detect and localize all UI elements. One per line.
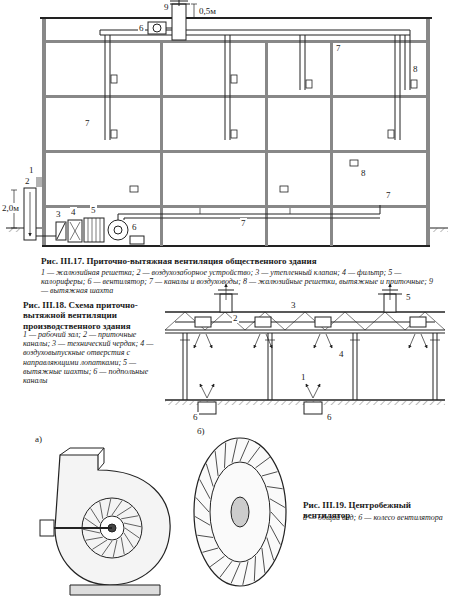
callout-number: 6 bbox=[131, 222, 138, 232]
blade-stroke bbox=[248, 447, 260, 463]
blade-stroke bbox=[262, 548, 265, 573]
blade-stroke bbox=[91, 508, 100, 523]
blade-stroke bbox=[267, 538, 274, 561]
callout-number: 8 bbox=[360, 168, 367, 178]
callout-number: 4 bbox=[70, 207, 77, 217]
callout-number: 8 bbox=[412, 64, 419, 74]
blade-stroke bbox=[117, 507, 132, 516]
callout-number: 6 bbox=[138, 23, 145, 33]
blade-stroke bbox=[124, 523, 141, 527]
callout-number: б) bbox=[196, 426, 206, 436]
callout-number: 5 bbox=[405, 292, 412, 302]
callout-number: 2 bbox=[232, 313, 239, 323]
blade-stroke bbox=[225, 443, 226, 468]
blade-stroke bbox=[210, 556, 224, 567]
blade-stroke bbox=[125, 528, 139, 538]
callout-number: 6 bbox=[326, 412, 333, 422]
blade-stroke bbox=[124, 533, 133, 548]
blade-stroke bbox=[271, 512, 284, 527]
blade-stroke bbox=[270, 525, 280, 544]
blade-stroke bbox=[197, 535, 213, 537]
blade-stroke bbox=[270, 499, 285, 508]
figure-legend: 1 — жалюзийная решетка; 2 — воздухозабор… bbox=[40, 268, 442, 296]
blade-stroke bbox=[256, 457, 270, 468]
callout-number: 7 bbox=[385, 190, 392, 200]
blade-stroke bbox=[86, 537, 103, 540]
figure-caption: Рис. III.18. Схема приточно-вытяжной вен… bbox=[22, 300, 162, 331]
blade-stroke bbox=[200, 479, 210, 498]
callout-number: 3 bbox=[55, 209, 62, 219]
blade-stroke bbox=[243, 561, 248, 585]
blade-stroke bbox=[215, 451, 218, 476]
figure-caption: Рис. III.17. Приточно-вытяжная вентиляци… bbox=[40, 256, 442, 266]
callout-number: 3 bbox=[290, 300, 297, 310]
blade-stroke bbox=[83, 529, 100, 533]
blade-stroke bbox=[85, 518, 99, 528]
blade-stroke bbox=[107, 499, 111, 516]
blade-stroke bbox=[102, 541, 112, 555]
callout-number: 1 bbox=[28, 165, 35, 175]
blade-stroke bbox=[121, 537, 124, 554]
callout-number: 7 bbox=[335, 43, 342, 53]
callout-number: 0,5м bbox=[198, 6, 217, 16]
blade-stroke bbox=[240, 440, 249, 461]
blade-stroke bbox=[112, 501, 122, 515]
blade-stroke bbox=[195, 517, 210, 526]
blade-stroke bbox=[202, 548, 218, 552]
callout-number: а) bbox=[34, 434, 43, 444]
callout-number: 9 bbox=[163, 2, 170, 12]
callout-number: 5 bbox=[90, 205, 97, 215]
callout-number: 2 bbox=[24, 176, 31, 186]
callout-number: 1 bbox=[300, 372, 307, 382]
callout-number: 4 bbox=[338, 349, 345, 359]
callout-number: 7 bbox=[84, 118, 91, 128]
blade-stroke bbox=[262, 472, 278, 476]
blade-stroke bbox=[232, 439, 237, 463]
blade-stroke bbox=[267, 487, 283, 489]
blade-stroke bbox=[220, 561, 232, 577]
blade-stroke bbox=[231, 563, 240, 584]
figure-legend: 1 — рабочий зал; 2 — приточные каналы; 3… bbox=[22, 330, 162, 385]
blade-stroke bbox=[100, 502, 103, 519]
blade-stroke bbox=[92, 540, 107, 549]
blade-stroke bbox=[206, 464, 213, 487]
blade-stroke bbox=[196, 497, 209, 512]
blade-stroke bbox=[254, 556, 255, 581]
callout-number: 6 bbox=[192, 412, 199, 422]
figure-legend: а — общий вид; б — колесо вентилятора bbox=[302, 513, 449, 522]
callout-number: 7 bbox=[240, 218, 247, 228]
blade-stroke bbox=[121, 516, 138, 519]
callout-number: 2,0м bbox=[1, 203, 20, 213]
blade-stroke bbox=[113, 540, 117, 557]
